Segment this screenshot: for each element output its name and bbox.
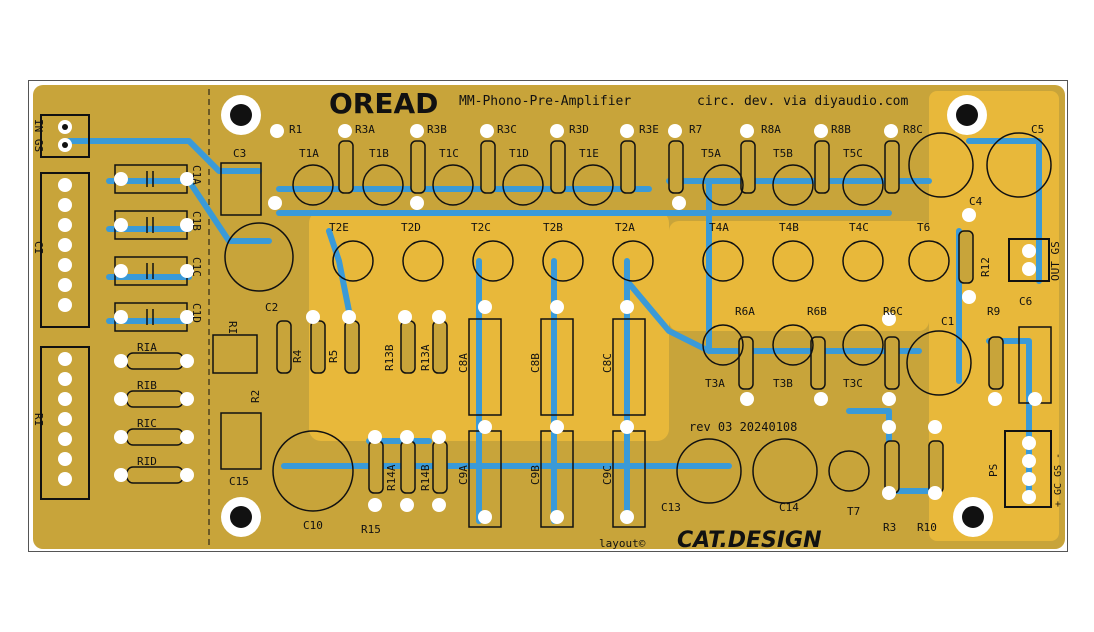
label-c1: C1 <box>941 315 954 328</box>
label-t7: T7 <box>847 505 860 518</box>
label-t5b: T5B <box>773 147 793 160</box>
label-ps-pins: + GC GS - <box>1053 453 1064 507</box>
connector-in-gs <box>40 114 90 158</box>
label-r3d: R3D <box>569 123 589 136</box>
label-c9a: C9A <box>457 465 470 485</box>
label-r10: R10 <box>917 521 937 534</box>
label-t2b: T2B <box>543 221 563 234</box>
board-subtitle: MM-Phono-Pre-Amplifier <box>459 94 631 109</box>
label-t3a: T3A <box>705 377 725 390</box>
transistor-bodies <box>292 164 950 492</box>
label-r3: R3 <box>883 521 896 534</box>
label-t2a: T2A <box>615 221 635 234</box>
label-c1b: C1B <box>190 211 203 231</box>
label-ri-small: RI <box>226 321 239 334</box>
label-r7: R7 <box>689 123 702 136</box>
label-r12: R12 <box>979 257 992 277</box>
label-out-gs: OUT GS <box>1049 241 1062 281</box>
mounting-holes <box>221 95 993 537</box>
label-c5: C5 <box>1031 123 1044 136</box>
label-rid: RID <box>137 455 157 468</box>
label-c13: C13 <box>661 501 681 514</box>
label-t4b: T4B <box>779 221 799 234</box>
label-r5: R5 <box>327 350 340 363</box>
label-c3: C3 <box>233 147 246 160</box>
label-r13a: R13A <box>419 344 432 371</box>
label-t3c: T3C <box>843 377 863 390</box>
label-c10: C10 <box>303 519 323 532</box>
label-c6: C6 <box>1019 295 1032 308</box>
label-ria: RIA <box>137 341 157 354</box>
label-ps: PS <box>987 464 1000 477</box>
board-credit: circ. dev. via diyaudio.com <box>697 94 908 109</box>
label-t3b: T3B <box>773 377 793 390</box>
connector-out-gs <box>1008 238 1050 282</box>
label-t5c: T5C <box>843 147 863 160</box>
label-r3e: R3E <box>639 123 659 136</box>
label-c8a: C8A <box>457 353 470 373</box>
label-c4: C4 <box>969 195 983 208</box>
label-r8b: R8B <box>831 123 851 136</box>
label-c8c: C8C <box>601 353 614 373</box>
label-c14: C14 <box>779 501 799 514</box>
label-r14a: R14A <box>385 464 398 491</box>
label-r4: R4 <box>291 349 304 363</box>
label-t2c: T2C <box>471 221 491 234</box>
label-r6b: R6B <box>807 305 827 318</box>
label-t4a: T4A <box>709 221 729 234</box>
label-r2: R2 <box>249 390 262 403</box>
layout-label: layout© <box>599 537 646 550</box>
connector-ci <box>40 172 90 328</box>
board-title: OREAD <box>329 87 438 120</box>
label-c1d: C1D <box>190 303 203 323</box>
copper-pour-mid <box>669 221 929 331</box>
label-in-gs: IN GS <box>32 119 45 152</box>
label-rib: RIB <box>137 379 157 392</box>
label-r15: R15 <box>361 523 381 536</box>
brand-logo-text: CAT.DESIGN <box>677 528 821 553</box>
label-t6: T6 <box>917 221 930 234</box>
label-c8b: C8B <box>529 353 542 373</box>
connector-ri <box>40 346 90 500</box>
label-r3a: R3A <box>355 123 375 136</box>
label-t2d: T2D <box>401 221 421 234</box>
label-ri: RI <box>32 413 45 426</box>
electrolytic-capacitors <box>224 132 1052 512</box>
copper-pour-center <box>309 211 669 441</box>
label-t1a: T1A <box>299 147 319 160</box>
label-r14b: R14B <box>419 464 432 491</box>
label-t1e: T1E <box>579 147 599 160</box>
label-t4c: T4C <box>849 221 869 234</box>
label-ci: CI <box>32 241 45 254</box>
label-ric: RIC <box>137 417 157 430</box>
component-labels: C1A C1B C1C C1D RIA RIB RIC RID C3 C15 C… <box>137 123 1044 536</box>
label-c1a: C1A <box>190 165 203 185</box>
label-c9b: C9B <box>529 465 542 485</box>
board-revision: rev 03 20240108 <box>689 420 797 434</box>
pcb-frame: OREAD MM-Phono-Pre-Amplifier circ. dev. … <box>28 80 1068 553</box>
label-c15: C15 <box>229 475 249 488</box>
label-t2e: T2E <box>329 221 349 234</box>
connector-ps <box>1004 430 1052 508</box>
label-r6a: R6A <box>735 305 755 318</box>
input-resistors <box>126 352 184 484</box>
label-t1b: T1B <box>369 147 389 160</box>
label-c2: C2 <box>265 301 278 314</box>
label-c9c: C9C <box>601 465 614 485</box>
label-r3b: R3B <box>427 123 447 136</box>
label-t1d: T1D <box>509 147 529 160</box>
label-t1c: T1C <box>439 147 459 160</box>
label-r3c: R3C <box>497 123 517 136</box>
label-r8c: R8C <box>903 123 923 136</box>
label-t5a: T5A <box>701 147 721 160</box>
label-r9: R9 <box>987 305 1000 318</box>
label-r1: R1 <box>289 123 302 136</box>
pcb-layout: OREAD MM-Phono-Pre-Amplifier circ. dev. … <box>32 85 1065 553</box>
label-c1c: C1C <box>190 257 203 277</box>
label-r6c: R6C <box>883 305 903 318</box>
label-r8a: R8A <box>761 123 781 136</box>
solder-pads <box>114 124 1042 524</box>
label-r13b: R13B <box>383 344 396 371</box>
